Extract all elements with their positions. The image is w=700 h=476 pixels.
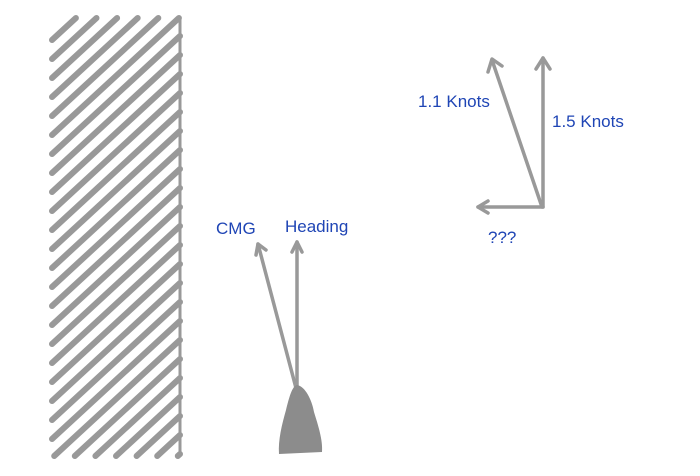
hatch-stroke — [49, 147, 183, 271]
current-vector — [486, 57, 544, 209]
cmg-label: CMG — [216, 219, 256, 238]
hatch-stroke — [49, 128, 183, 252]
unknown-label: ??? — [488, 228, 517, 247]
hatch-stroke — [49, 90, 183, 214]
hatch-stroke — [49, 52, 183, 176]
hatch-stroke — [49, 204, 183, 328]
hatch-stroke — [49, 15, 79, 43]
hatch-stroke — [49, 15, 182, 138]
hatch-stroke — [49, 166, 183, 290]
hatch-stroke — [49, 318, 183, 442]
hatch-stroke — [49, 15, 100, 62]
hatch-stroke — [49, 299, 183, 423]
hatch-stroke — [49, 261, 183, 385]
hatch-stroke — [49, 15, 141, 100]
boat-shape — [278, 385, 323, 454]
boat-speed-label: 1.5 Knots — [552, 112, 624, 131]
hatch-stroke — [49, 15, 162, 119]
hatch-stroke — [49, 242, 183, 366]
hatch-stroke — [49, 280, 183, 404]
hatch-stroke — [49, 15, 121, 81]
unknown-vector — [476, 199, 545, 215]
hatch-stroke — [49, 33, 183, 157]
cmg-arrow — [254, 242, 298, 390]
hatch-stroke — [49, 71, 183, 195]
hatch-stroke — [49, 109, 183, 233]
heading-label: Heading — [285, 217, 349, 236]
current-speed-label: 1.1 Knots — [418, 92, 490, 111]
hatch-stroke — [71, 356, 183, 459]
boat-speed-vector — [534, 56, 552, 209]
hatch-stroke — [154, 432, 183, 459]
hatch-stroke — [51, 337, 183, 459]
hatch-stroke — [113, 394, 183, 459]
hatch-stroke — [49, 223, 183, 347]
hatch-stroke — [49, 185, 183, 309]
hatch-stroke — [133, 413, 183, 459]
hatched-wall — [49, 15, 183, 459]
hatch-stroke — [92, 375, 183, 459]
heading-arrow — [290, 240, 304, 390]
